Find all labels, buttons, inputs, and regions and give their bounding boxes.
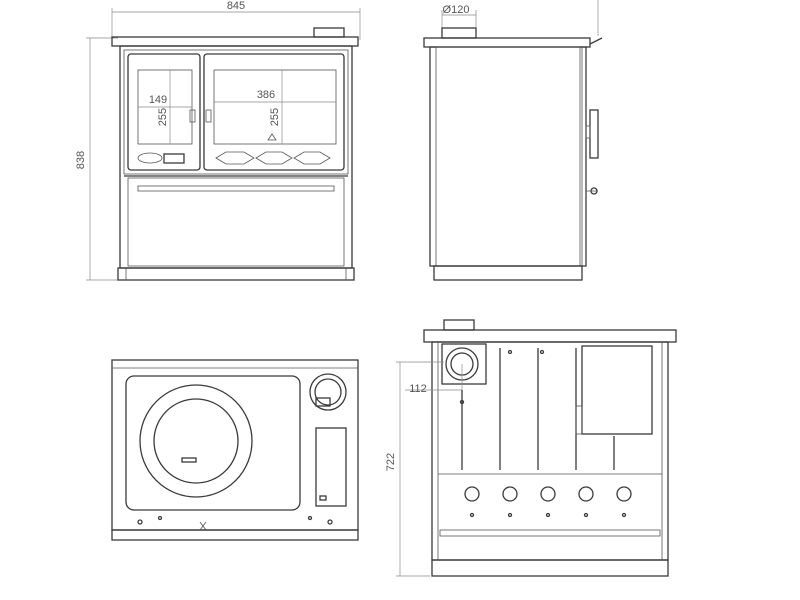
total-width-label: 845 [227, 0, 245, 12]
firebox-width-label: 149 [149, 94, 167, 106]
side-view: Ø120 [423, 0, 603, 281]
flue-offset-label: 112 [409, 383, 427, 395]
front-view: 845 838 149 255 386 255 [75, 0, 361, 281]
oven-width-label: 386 [257, 89, 275, 101]
rear-height-label: 722 [385, 453, 397, 471]
rear-view: 112 722 [385, 319, 677, 577]
flue-diameter-label: Ø120 [443, 4, 470, 16]
total-height-label: 838 [75, 151, 87, 169]
top-view [111, 359, 359, 541]
oven-height-label: 255 [269, 108, 281, 126]
firebox-height-label: 255 [157, 108, 169, 126]
